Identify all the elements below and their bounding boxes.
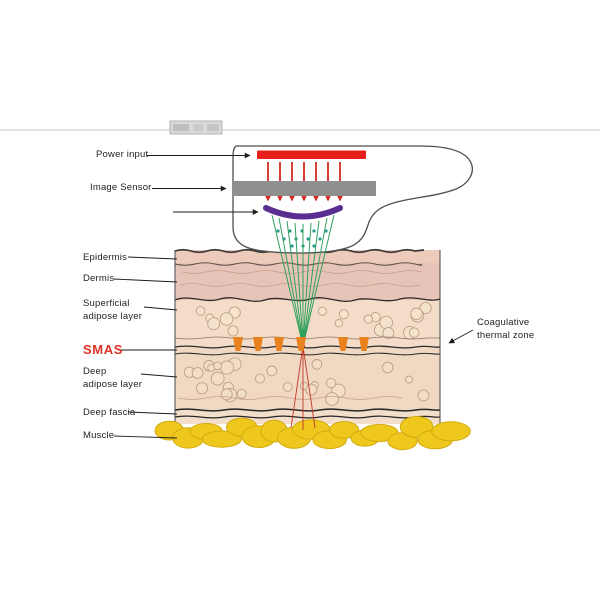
- label-dermis: Dermis: [83, 273, 115, 284]
- fat-cells-superficial: [195, 301, 432, 340]
- power-input-bar: [257, 150, 366, 159]
- smas-line-upper: [174, 345, 441, 349]
- label-epidermis: Epidermis: [83, 252, 128, 263]
- label-deep-fascia: Deep fascia: [83, 407, 136, 418]
- coagulative-zone-arrow: [448, 329, 474, 344]
- epidermis-layer: [175, 250, 440, 263]
- epidermis-dermis-boundary: [174, 262, 423, 266]
- toolbar-artifact: [169, 120, 223, 135]
- deep-adipose-pointer: [140, 373, 178, 378]
- deep-fascia-line-upper: [174, 408, 441, 412]
- deep-fascia-pointer: [127, 411, 178, 415]
- superficial-adipose-pointer: [143, 306, 178, 311]
- pointer-lines: [113, 152, 474, 439]
- muscle-tissue: [154, 416, 471, 451]
- epidermis-pointer: [127, 256, 178, 260]
- ultrasound-handpiece: [232, 145, 473, 254]
- coagulation-marks: [233, 337, 369, 351]
- muscle-pointer: [113, 435, 178, 439]
- label-power-input: Power input: [96, 149, 149, 160]
- ultrasound-beam-cone: [271, 214, 335, 347]
- label-smas: SMAS: [83, 342, 123, 357]
- transducer-lens: [263, 205, 343, 220]
- smas-line-lower: [174, 352, 441, 356]
- dermis-pointer: [113, 278, 178, 283]
- label-image-sensor: Image Sensor: [90, 182, 152, 193]
- dermis-texture-lines: [177, 270, 423, 400]
- image-sensor-bar: [233, 181, 376, 196]
- label-superficial-adipose: Superficial adipose layer: [83, 298, 143, 322]
- fat-cells-deep: [183, 357, 430, 406]
- dermis-adipose-boundary: [174, 297, 441, 302]
- skin-layers-block: [154, 248, 471, 451]
- label-muscle: Muscle: [83, 430, 115, 441]
- label-deep-adipose: Deep adipose layer: [83, 366, 143, 390]
- label-coagulative-zone: Coagulative thermal zone: [477, 317, 535, 341]
